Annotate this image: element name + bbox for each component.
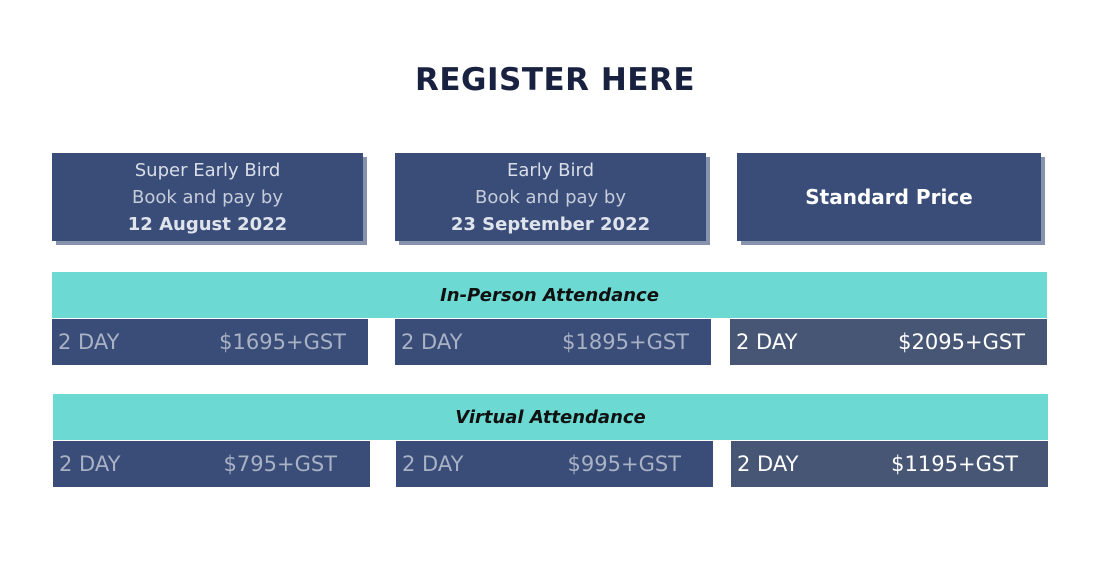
price-in-person-early[interactable]: 2 DAY $1895+GST [395, 319, 711, 365]
duration-label: 2 DAY [736, 330, 798, 354]
price-amount: $1195+GST [891, 452, 1018, 476]
tier-name: Early Bird [506, 159, 595, 181]
page-title: REGISTER HERE [414, 62, 695, 98]
tier-deadline: 12 August 2022 [127, 213, 288, 235]
tier-subtitle: Book and pay by [131, 186, 283, 208]
tier-early-bird[interactable]: Early Bird Book and pay by 23 September … [395, 153, 706, 241]
in-person-attendance-band: In-Person Attendance [52, 272, 1047, 318]
tier-name: Standard Price [805, 184, 973, 209]
price-amount: $995+GST [567, 452, 681, 476]
tier-standard-price[interactable]: Standard Price [737, 153, 1041, 241]
price-amount: $1895+GST [562, 330, 689, 354]
duration-label: 2 DAY [402, 452, 464, 476]
duration-label: 2 DAY [401, 330, 463, 354]
tier-name: Super Early Bird [134, 159, 281, 181]
duration-label: 2 DAY [58, 330, 120, 354]
duration-label: 2 DAY [59, 452, 121, 476]
duration-label: 2 DAY [737, 452, 799, 476]
price-amount: $795+GST [223, 452, 337, 476]
virtual-attendance-band: Virtual Attendance [53, 394, 1048, 440]
price-amount: $2095+GST [898, 330, 1025, 354]
tier-deadline: 23 September 2022 [450, 213, 651, 235]
price-amount: $1695+GST [219, 330, 346, 354]
price-in-person-super-early[interactable]: 2 DAY $1695+GST [52, 319, 368, 365]
price-virtual-early[interactable]: 2 DAY $995+GST [396, 441, 713, 487]
tier-super-early-bird[interactable]: Super Early Bird Book and pay by 12 Augu… [52, 153, 363, 241]
price-virtual-super-early[interactable]: 2 DAY $795+GST [53, 441, 370, 487]
price-in-person-standard[interactable]: 2 DAY $2095+GST [730, 319, 1047, 365]
tier-subtitle: Book and pay by [474, 186, 626, 208]
price-virtual-standard[interactable]: 2 DAY $1195+GST [731, 441, 1048, 487]
